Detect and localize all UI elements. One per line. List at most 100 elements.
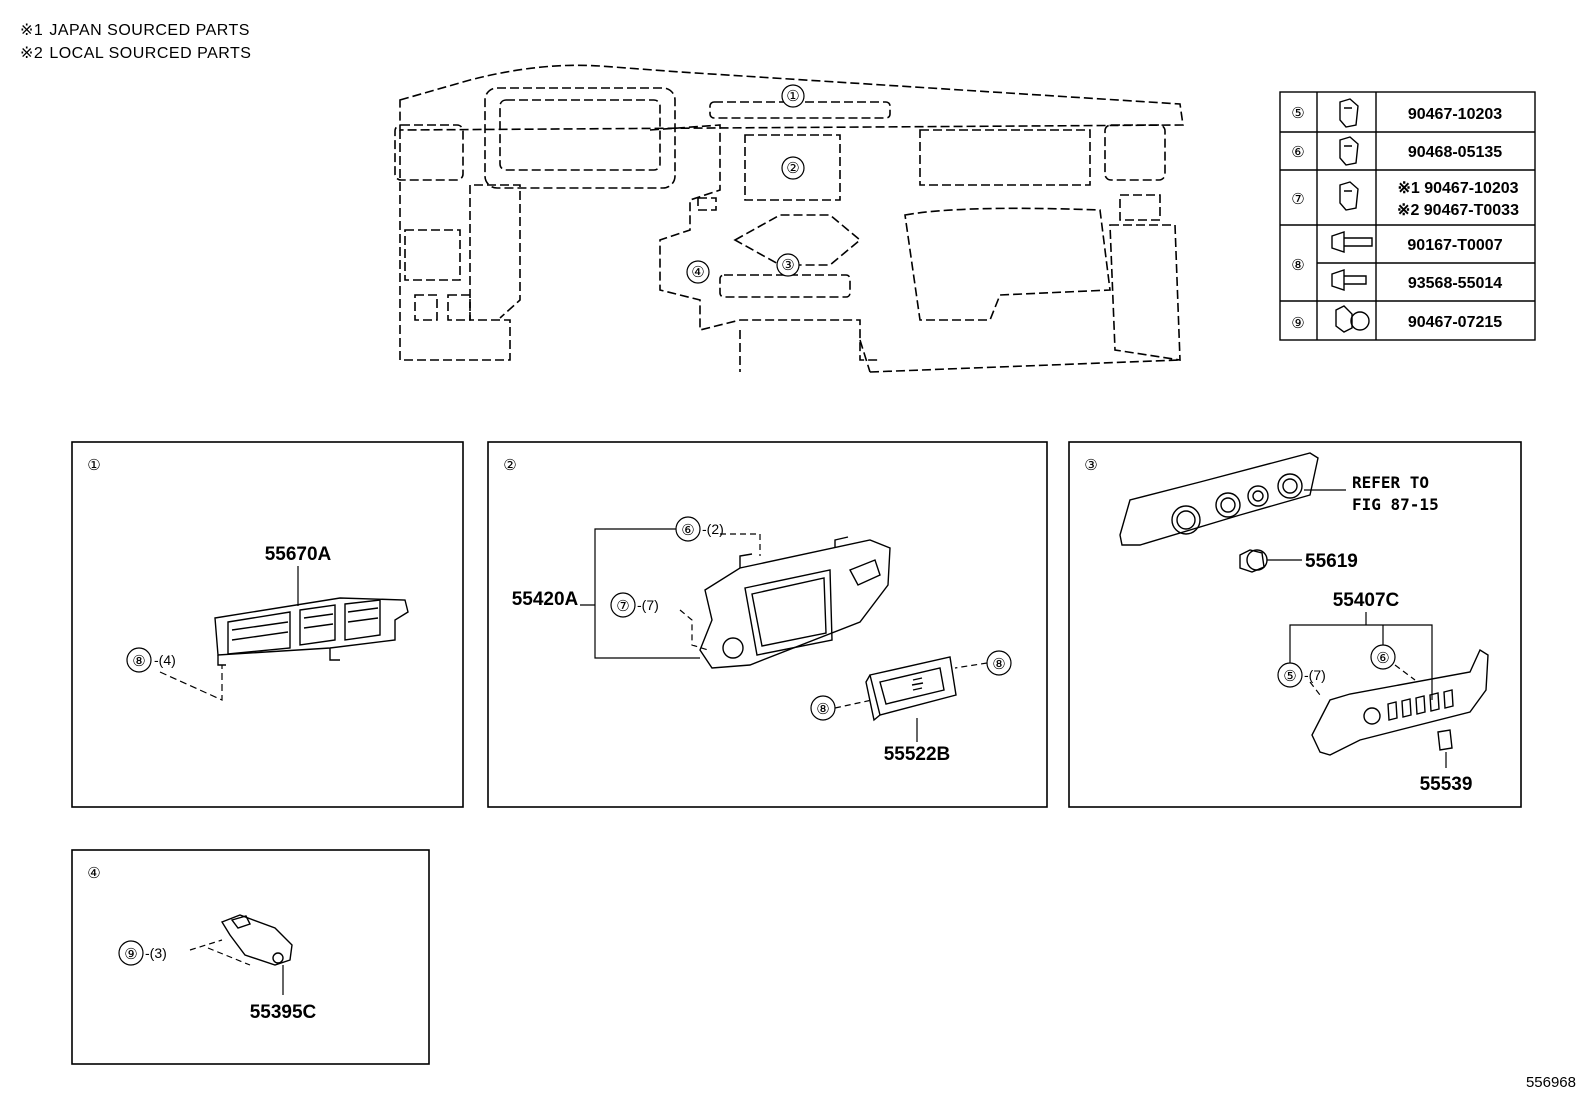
panel-2-part-55420A: 55420A: [512, 589, 579, 610]
panel-2-callout-6: ⑥: [681, 521, 694, 539]
table-border: [1279, 91, 1536, 341]
overview-callout-circle-4: [686, 260, 710, 284]
overview-callout-circle-3: [776, 253, 800, 277]
panel-1-id: ①: [87, 456, 100, 474]
vent-assembly-drawing: [214, 597, 409, 666]
panel-2-callout-8a: ⑧: [992, 655, 1005, 673]
clip-icon: [1339, 181, 1359, 211]
panel-4-border: [71, 849, 430, 1065]
table-key-6: ⑥: [1291, 143, 1304, 161]
panel-3-reference-line-2: FIG 87-15: [1352, 495, 1439, 514]
panel-4-callout-9: ⑨: [124, 945, 137, 963]
panel-2: ② 55420A 55522B ⑥ -(2) ⑦ -(7) ⑧ ⑧: [487, 441, 1048, 808]
switch-bezel-drawing: [1311, 648, 1489, 756]
fastener-table-text: ⑤ 90467-10203 ⑥ 90468-05135 ⑦ ※1 90467-1…: [1291, 104, 1519, 332]
panel-1: ① 55670A ⑧ -(4): [71, 441, 464, 808]
push-rivet-icon: [1335, 305, 1353, 333]
panel-4-qty-9: -(3): [145, 945, 167, 961]
legend-mark-2: ※2: [20, 45, 44, 62]
table-key-7: ⑦: [1291, 190, 1304, 208]
screw-icon: [1331, 269, 1367, 291]
panel-3-callout-5: ⑤: [1283, 667, 1296, 685]
overview-callout-circle-1: [781, 84, 805, 108]
panel-2-callout-7: ⑦: [616, 597, 629, 615]
bracket-drawing: [220, 914, 293, 966]
dashboard-overview: [394, 64, 1184, 373]
dash-top-outline: [399, 64, 1184, 131]
push-rivet-head: [1350, 311, 1370, 331]
overview-callout-3: ③: [781, 256, 794, 274]
panel-2-qty-7: -(7): [637, 597, 659, 613]
left-switch-1: [414, 294, 438, 321]
panel-3: ③ REFER TO FIG 87-15 55619 55407C ⑤ -(7)…: [1068, 441, 1522, 808]
left-vent-outline: [394, 124, 464, 181]
dash-right-glovebox: [904, 207, 1111, 321]
overview-callout-1: ①: [786, 87, 799, 105]
center-lower-slot: [719, 274, 851, 298]
center-controls-outline: [733, 214, 862, 266]
panel-2-bracket: [580, 528, 700, 659]
panel-3-reference-line-1: REFER TO: [1352, 473, 1429, 492]
dash-bottom: [739, 330, 1181, 373]
panel-2-border: [487, 441, 1048, 808]
table-part-6: 90468-05135: [1408, 144, 1502, 161]
panel-4-part-55395C: 55395C: [250, 1002, 317, 1023]
dash-right-end: [1109, 224, 1181, 361]
panel-1-border: [71, 441, 464, 808]
table-part-8b: 93568-55014: [1408, 275, 1502, 292]
table-key-8: ⑧: [1291, 256, 1304, 274]
overview-callout-4: ④: [691, 263, 704, 281]
panel-2-callout-8b: ⑧: [816, 700, 829, 718]
panel-2-qty-6: -(2): [702, 521, 724, 537]
legend-text-1: JAPAN SOURCED PARTS: [49, 22, 250, 39]
panel-3-border: [1068, 441, 1522, 808]
switch-module-drawing: [865, 656, 957, 722]
panel-3-id: ③: [1084, 456, 1097, 474]
table-key-5: ⑤: [1291, 104, 1304, 122]
clip-icon: [1339, 98, 1359, 128]
left-lower-panel: [404, 229, 461, 281]
table-part-5: 90467-10203: [1408, 106, 1502, 123]
cluster-hood: [484, 87, 676, 189]
figure-number: 556968: [1525, 1074, 1576, 1091]
clip-icon: [1339, 136, 1359, 166]
dash-center-stack: [649, 124, 880, 361]
right-vent-outline: [1104, 124, 1166, 181]
right-small-box: [1119, 194, 1161, 221]
knob-drawing: [1239, 549, 1268, 573]
overview-callouts: ① ② ③ ④: [686, 84, 805, 284]
small-switch: [697, 197, 717, 211]
panel-1-part-55670A: 55670A: [265, 544, 332, 565]
panel-3-bracket: [1289, 612, 1433, 700]
panel-1-callout-8: ⑧: [132, 652, 145, 670]
overview-callout-circle-2: [781, 156, 805, 180]
legend-line-1: ※1 JAPAN SOURCED PARTS: [20, 20, 250, 40]
table-part-7a: ※1 90467-10203: [1397, 180, 1518, 197]
panel-1-qty-8: -(4): [154, 652, 176, 668]
legend-text-2: LOCAL SOURCED PARTS: [49, 45, 252, 62]
panel-3-qty-5: -(7): [1304, 667, 1326, 683]
panel-3-part-55407C: 55407C: [1333, 590, 1400, 611]
legend-line-2: ※2 LOCAL SOURCED PARTS: [20, 43, 251, 63]
panel-4-id: ④: [87, 864, 100, 882]
screw-icon: [1331, 231, 1373, 253]
ac-control-panel-drawing: [1119, 452, 1319, 546]
panel-3-part-55619: 55619: [1305, 551, 1358, 572]
table-key-9: ⑨: [1291, 314, 1304, 332]
center-display-outline: [744, 134, 841, 201]
table-part-9: 90467-07215: [1408, 314, 1502, 331]
table-part-7b: ※2 90467-T0033: [1397, 202, 1519, 219]
left-switch-2: [447, 294, 471, 321]
panel-3-part-55539: 55539: [1420, 774, 1473, 795]
fastener-table: [1279, 91, 1536, 341]
panel-4: ④ ⑨ -(3) 55395C: [71, 849, 430, 1065]
cluster-inner: [499, 99, 661, 171]
legend-mark-1: ※1: [20, 22, 44, 39]
panel-2-part-55522B: 55522B: [884, 744, 951, 765]
overview-callout-2: ②: [786, 159, 799, 177]
panel-2-id: ②: [503, 456, 516, 474]
panel-3-callout-6: ⑥: [1376, 649, 1389, 667]
passenger-upper-panel: [919, 129, 1091, 186]
table-part-8a: 90167-T0007: [1407, 237, 1502, 254]
